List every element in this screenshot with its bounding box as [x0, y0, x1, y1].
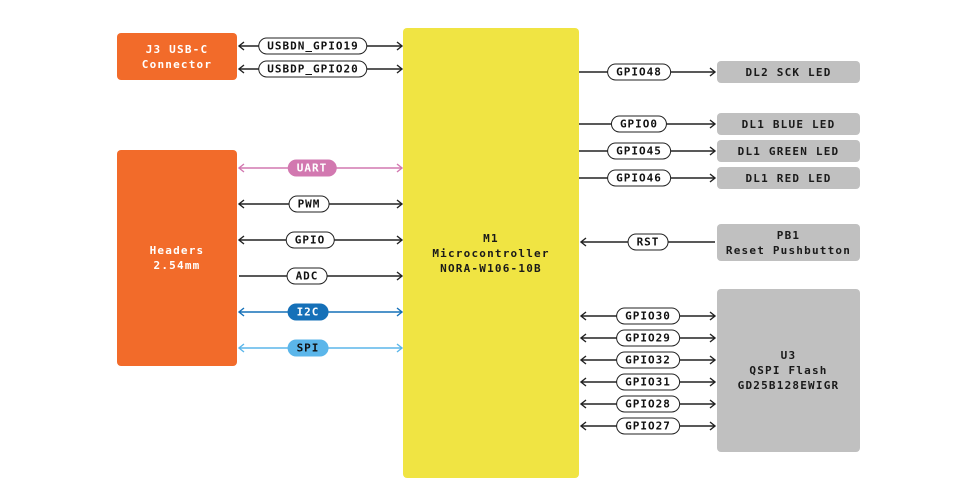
signal-label-gpio29: GPIO29	[616, 329, 680, 347]
wire-pwm-arrow-right	[396, 199, 404, 209]
wire-usbdn_gpio19-arrow-left	[237, 41, 245, 51]
wire-gpio46-arrow-right	[709, 173, 717, 183]
wire-usbdn_gpio19-arrow-right	[396, 41, 404, 51]
usb-block-line2: Connector	[141, 57, 213, 71]
wire-gpio28-arrow-right	[709, 399, 717, 409]
dl1-blue-label: DL1 BLUE LED	[741, 117, 836, 131]
signal-label-usbdn: USBDN_GPIO19	[258, 37, 368, 55]
wire-spi-arrow-left	[237, 343, 245, 353]
wire-gpio31-arrow-left	[579, 377, 587, 387]
wire-usbdp_gpio20-arrow-right	[396, 64, 404, 74]
wire-gpio45-arrow-right	[709, 146, 717, 156]
dl1-red-led-block: DL1 RED LED	[717, 167, 860, 189]
signal-label-gpio30: GPIO30	[616, 307, 680, 325]
signal-label-gpio32: GPIO32	[616, 351, 680, 369]
signal-label-gpio46: GPIO46	[607, 169, 671, 187]
wire-spi-arrow-right	[396, 343, 404, 353]
pb1-line1: PB1	[776, 228, 801, 242]
headers-block-line2: 2.54mm	[153, 259, 201, 272]
signal-label-gpio31: GPIO31	[616, 373, 680, 391]
signal-label-pwm: PWM	[288, 195, 330, 213]
dl2-label: DL2 SCK LED	[745, 65, 832, 79]
signal-label-usbdp: USBDP_GPIO20	[258, 60, 368, 78]
wire-pwm-arrow-left	[237, 199, 245, 209]
signal-label-adc: ADC	[286, 267, 328, 285]
wire-gpio27-arrow-left	[579, 421, 587, 431]
wire-gpio-arrow-left	[237, 235, 245, 245]
u3-line3: GD25B128EWIGR	[737, 379, 840, 392]
wire-gpio30-arrow-right	[709, 311, 717, 321]
microcontroller-block: M1 Microcontroller NORA-W106-10B	[403, 28, 579, 478]
signal-label-gpio28: GPIO28	[616, 395, 680, 413]
wire-gpio30-arrow-left	[579, 311, 587, 321]
wire-gpio-arrow-right	[396, 235, 404, 245]
wire-gpio29-arrow-right	[709, 333, 717, 343]
dl1-green-led-block: DL1 GREEN LED	[717, 140, 860, 162]
signal-label-gpio: GPIO	[285, 231, 335, 249]
headers-block-line1: Headers	[149, 244, 205, 257]
signal-label-uart: UART	[287, 159, 337, 177]
signal-label-rst: RST	[627, 233, 669, 251]
u3-line2: QSPI Flash	[749, 364, 828, 377]
signal-label-gpio27: GPIO27	[616, 417, 680, 435]
wire-gpio27-arrow-right	[709, 421, 717, 431]
signal-label-gpio0: GPIO0	[610, 115, 668, 133]
wire-i2c-arrow-right	[396, 307, 404, 317]
mcu-line3: NORA-W106-10B	[440, 261, 542, 275]
usb-block-line1: J3 USB-C	[145, 42, 209, 56]
wire-gpio32-arrow-right	[709, 355, 717, 365]
qspi-flash-block: U3 QSPI Flash GD25B128EWIGR	[717, 289, 860, 452]
signal-label-gpio45: GPIO45	[607, 142, 671, 160]
dl1-blue-led-block: DL1 BLUE LED	[717, 113, 860, 135]
usb-c-connector-block: J3 USB-C Connector	[117, 33, 237, 80]
wire-uart-arrow-left	[237, 163, 245, 173]
wire-gpio32-arrow-left	[579, 355, 587, 365]
wire-adc-arrow-right	[396, 271, 404, 281]
mcu-line1: M1	[483, 231, 499, 245]
wire-gpio28-arrow-left	[579, 399, 587, 409]
headers-block: Headers 2.54mm	[117, 150, 237, 366]
dl2-sck-led-block: DL2 SCK LED	[717, 61, 860, 83]
pb1-line2: Reset Pushbutton	[725, 243, 852, 257]
signal-label-spi: SPI	[287, 339, 329, 357]
u3-line1: U3	[780, 349, 797, 362]
signal-label-i2c: I2C	[287, 303, 329, 321]
wire-gpio48-arrow-right	[709, 67, 717, 77]
wire-i2c-arrow-left	[237, 307, 245, 317]
dl1-green-label: DL1 GREEN LED	[737, 144, 840, 158]
signal-label-gpio48: GPIO48	[607, 63, 671, 81]
wire-uart-arrow-right	[396, 163, 404, 173]
wire-rst-arrow-left	[579, 237, 587, 247]
wire-gpio29-arrow-left	[579, 333, 587, 343]
wire-gpio0-arrow-right	[709, 119, 717, 129]
wire-usbdp_gpio20-arrow-left	[237, 64, 245, 74]
wire-gpio31-arrow-right	[709, 377, 717, 387]
reset-pushbutton-block: PB1 Reset Pushbutton	[717, 224, 860, 261]
mcu-line2: Microcontroller	[432, 246, 550, 260]
dl1-red-label: DL1 RED LED	[745, 171, 832, 185]
